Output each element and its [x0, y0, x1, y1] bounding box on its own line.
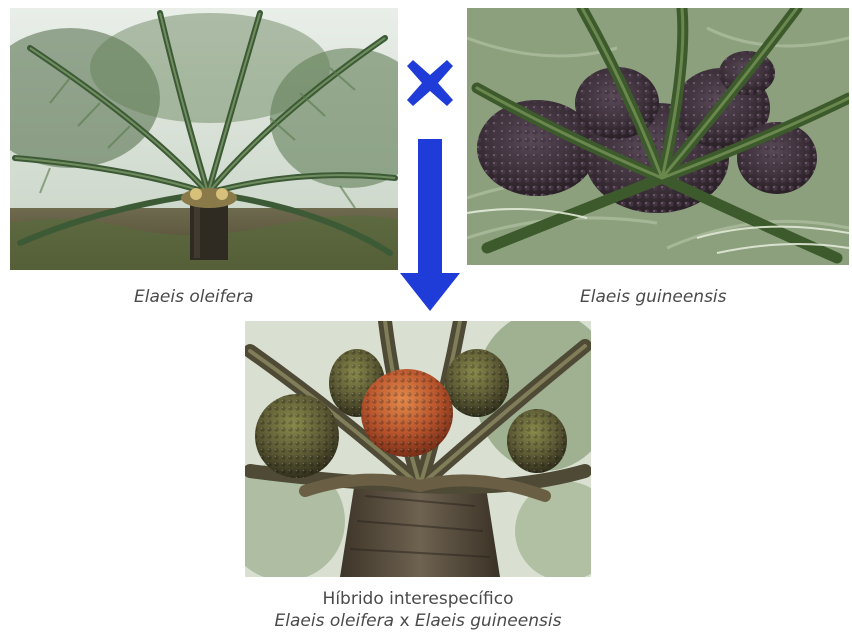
photo-hybrid-palm [245, 321, 591, 577]
cross-icon [407, 60, 453, 106]
photo-elaeis-guineensis [467, 8, 849, 265]
hybrid-cross-separator: x [399, 611, 409, 631]
caption-elaeis-guineensis: Elaeis guineensis [580, 287, 727, 307]
hybrid-caption-cross: Elaeis oleifera x Elaeis guineensis [245, 610, 591, 632]
hybrid-parent-1: Elaeis oleifera [275, 611, 394, 631]
hybrid-caption-title: Híbrido interespecífico [245, 588, 591, 610]
caption-elaeis-oleifera: Elaeis oleifera [134, 287, 253, 307]
down-arrow-icon [400, 139, 460, 311]
hybrid-caption: Híbrido interespecífico Elaeis oleifera … [245, 588, 591, 632]
photo-elaeis-oleifera [10, 8, 398, 270]
hybrid-parent-2: Elaeis guineensis [415, 611, 562, 631]
